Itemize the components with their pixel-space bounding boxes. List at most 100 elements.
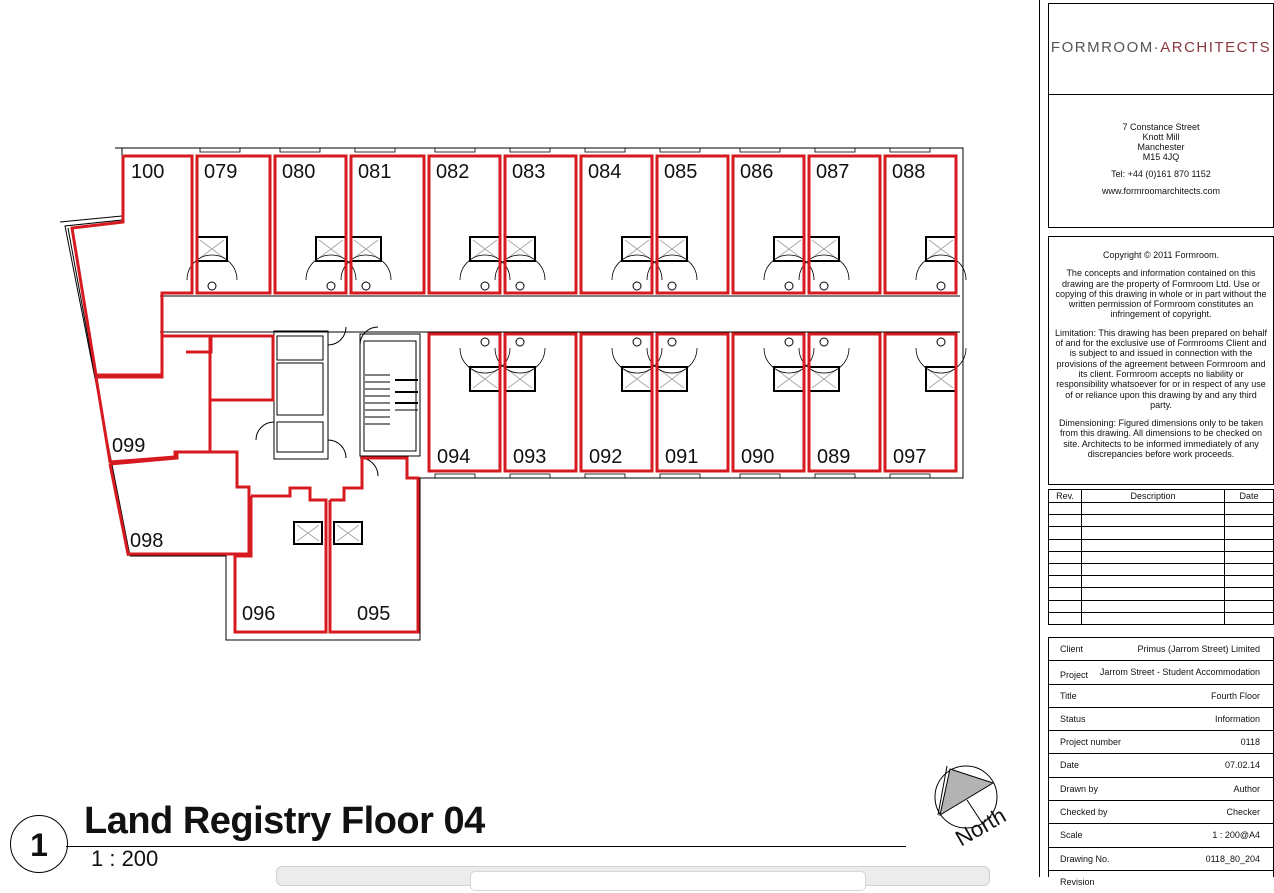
telephone: Tel: +44 (0)161 870 1152: [1111, 169, 1211, 179]
info-value: 0118_80_204: [1205, 853, 1260, 864]
room-label-082: 082: [436, 161, 469, 183]
description-cell: [1081, 501, 1225, 516]
room-outlines: [70, 154, 958, 634]
room-outline-096: [233, 486, 328, 634]
room-label-081: 081: [358, 161, 391, 183]
window: [584, 147, 626, 153]
date-cell: [1224, 526, 1274, 540]
window: [509, 147, 551, 153]
ensuite-085: [646, 236, 698, 291]
rev-cell: [1048, 514, 1082, 528]
info-value: Checker: [1226, 807, 1260, 818]
ensuite-091: [646, 337, 698, 392]
room-label-089: 089: [817, 446, 850, 468]
revision-row: [1048, 575, 1274, 589]
logo-text-formroom: FORMROOM·: [1050, 39, 1161, 56]
revision-row: [1048, 501, 1274, 516]
info-key: Scale: [1060, 830, 1083, 841]
ensuite-088: [915, 236, 967, 291]
room-label-090: 090: [741, 446, 774, 468]
view-title-underline: [66, 846, 906, 847]
room-label-088: 088: [892, 161, 925, 183]
view-title: Land Registry Floor 04: [84, 800, 485, 842]
scrollbar-thumb[interactable]: [470, 871, 866, 891]
date-cell: [1224, 514, 1274, 528]
rev-cell: [1048, 550, 1082, 564]
description-cell: [1081, 550, 1225, 564]
info-row-status: Status Information: [1049, 708, 1273, 732]
window: [659, 147, 701, 153]
ensuite-092: [611, 337, 663, 392]
copyright-heading: Copyright © 2011 Formroom.: [1102, 250, 1219, 260]
window: [434, 147, 476, 153]
info-value: 07.02.14: [1224, 760, 1260, 771]
address-line: M15 4JQ: [1142, 152, 1180, 162]
room-outline-094: [427, 332, 502, 473]
room-label-100: 100: [131, 161, 164, 183]
info-key: Date: [1060, 760, 1080, 771]
revision-row: [1048, 611, 1274, 625]
view-number-bubble: 1: [10, 815, 68, 873]
revision-row: [1048, 562, 1274, 577]
room-label-093: 093: [513, 446, 546, 468]
ensuite-080: [305, 236, 357, 291]
north-arrow: [934, 765, 998, 833]
rev-header: Rev.: [1048, 489, 1082, 503]
room-label-091: 091: [665, 446, 698, 468]
rev-cell: [1048, 611, 1082, 625]
info-value: Author: [1233, 783, 1260, 794]
room-label-083: 083: [512, 161, 545, 183]
room-outline-087: [807, 154, 882, 295]
date-cell: [1224, 562, 1274, 577]
info-key: Status: [1060, 713, 1086, 724]
room-outline-091: [655, 332, 730, 473]
room-outline-099: [94, 334, 212, 464]
revision-table: Rev. Description Date: [1048, 489, 1274, 625]
room-label-087: 087: [816, 161, 849, 183]
window: [659, 473, 701, 479]
date-cell: [1224, 587, 1274, 601]
address-line: Knott Mill: [1142, 132, 1180, 142]
website: www.formroomarchitects.com: [1101, 186, 1221, 196]
info-row-date: Date 07.02.14: [1049, 754, 1273, 778]
date-cell: [1224, 611, 1274, 625]
room-outline-086: [731, 154, 806, 295]
revision-row: [1048, 550, 1274, 564]
room-outline-093: [503, 332, 578, 473]
compass-circle: [934, 765, 998, 829]
ensuite-west-1: [333, 521, 363, 545]
window: [584, 473, 626, 479]
window: [889, 147, 931, 153]
window: [354, 147, 396, 153]
room-label-097: 097: [893, 446, 926, 468]
address-panel: 7 Constance Street Knott Mill Manchester…: [1048, 94, 1274, 228]
description-cell: [1081, 575, 1225, 589]
rev-cell: [1048, 599, 1082, 613]
room-outline-088: [883, 154, 958, 295]
info-key: Drawing No.: [1060, 853, 1110, 864]
info-value: Jarrom Street - Student Accommodation: [1099, 667, 1260, 678]
rev-cell: [1048, 501, 1082, 516]
description-cell: [1081, 514, 1225, 528]
revision-row: [1048, 514, 1274, 528]
info-value: Information: [1214, 713, 1260, 724]
window: [199, 147, 241, 153]
logo-panel: FORMROOM·ARCHITECTS: [1048, 3, 1274, 95]
ensuite-089: [798, 337, 850, 392]
info-value: Primus (Jarrom Street) Limited: [1137, 644, 1260, 654]
ensuite-094: [459, 337, 511, 392]
rev-cell: [1048, 538, 1082, 552]
description-cell: [1081, 526, 1225, 540]
room-outline-092: [579, 332, 654, 473]
ensuite-086: [763, 236, 815, 291]
address-line: Manchester: [1137, 142, 1185, 152]
date-header: Date: [1224, 489, 1274, 503]
info-key: Checked by: [1060, 807, 1108, 818]
date-cell: [1224, 501, 1274, 516]
core: [255, 326, 421, 477]
building-outline: [59, 147, 964, 641]
address-line: 7 Constance Street: [1122, 122, 1200, 132]
